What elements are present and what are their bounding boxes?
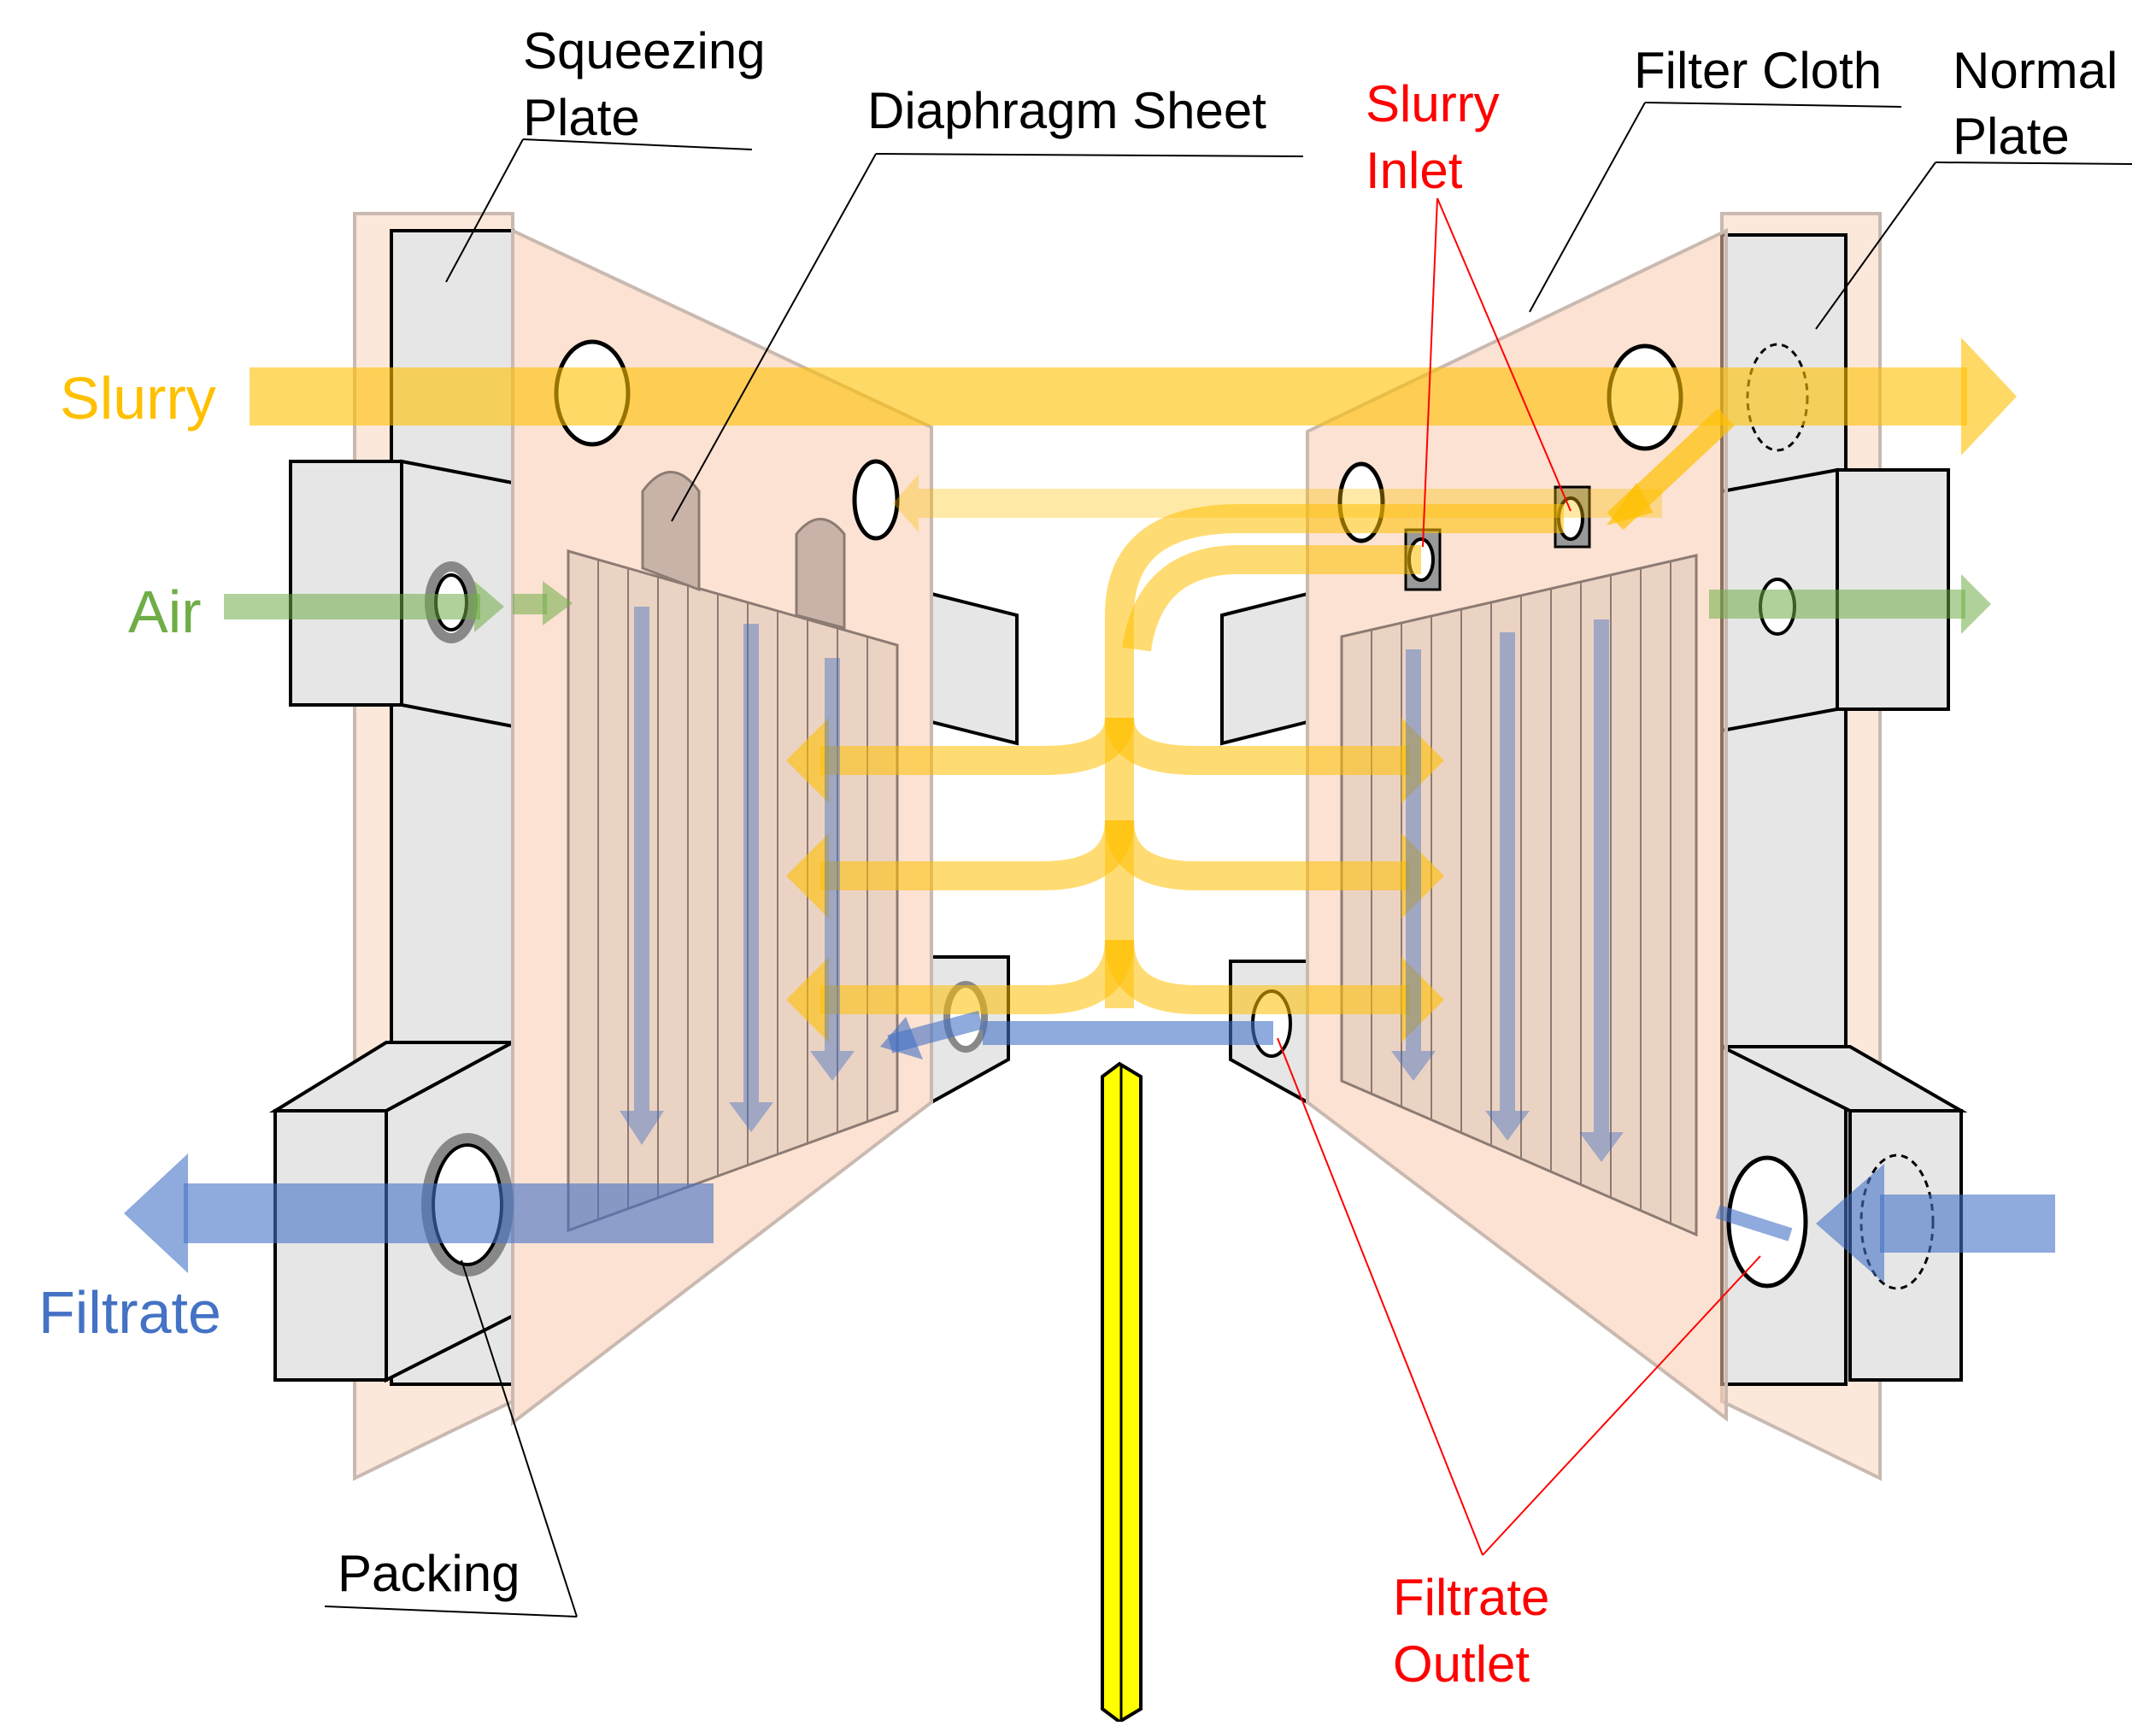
label-slurry-inlet-line1: Slurry — [1366, 75, 1500, 132]
label-normal-plate-line1: Normal — [1953, 42, 2118, 99]
filtrate-connector-arrow — [880, 1010, 1273, 1060]
label-filtrate-outlet-line1: Filtrate — [1393, 1569, 1549, 1626]
right-filtrate-arrow — [1715, 1164, 2055, 1283]
label-air: Air — [128, 578, 202, 645]
label-diaphragm-sheet: Diaphragm Sheet — [867, 82, 1266, 139]
diaphragm-ribs — [597, 560, 868, 1220]
label-normal-plate-line2: Plate — [1953, 108, 2070, 165]
label-squeezing-plate-line1: Squeezing — [523, 22, 766, 79]
slurry-distribution-curves — [820, 504, 1564, 1014]
label-filtrate: Filtrate — [38, 1279, 221, 1346]
label-filtrate-outlet-line2: Outlet — [1393, 1635, 1530, 1693]
label-squeezing-plate-line2: Plate — [523, 89, 640, 146]
left-top-handle — [289, 460, 403, 707]
left-bottom-handle — [273, 1109, 388, 1382]
slurry-distribution-heads — [786, 718, 1444, 1042]
leader-lines — [324, 102, 2133, 1617]
air-inner-arrow — [513, 581, 573, 625]
left-filtrate-drain-arrows — [620, 607, 855, 1145]
label-filter-cloth: Filter Cloth — [1634, 42, 1882, 99]
air-inlet-arrow — [224, 581, 504, 632]
filtrate-outlet-arrow — [124, 1154, 714, 1273]
label-packing: Packing — [338, 1545, 520, 1602]
label-slurry-inlet-line2: Inlet — [1366, 142, 1463, 199]
slurry-inlet-diagonal-arrow — [1607, 408, 1735, 531]
slurry-main-arrow — [250, 338, 2017, 455]
diaphragm-area — [567, 549, 899, 1233]
diaphragm-tab-2 — [795, 518, 846, 630]
right-upper-lug — [1220, 591, 1309, 746]
left-small-port — [852, 459, 900, 541]
air-outlet-arrow — [1709, 574, 1991, 634]
red-leader-lines — [1277, 197, 1761, 1556]
label-slurry: Slurry — [60, 365, 216, 432]
flow-arrows — [124, 338, 2055, 1283]
left-upper-lug — [930, 591, 1019, 746]
filter-cloth-area — [1340, 554, 1698, 1237]
diaphragm-tab-1 — [641, 471, 701, 592]
squeezing-plate-assembly — [268, 212, 1019, 1482]
right-filtrate-drain-arrows — [1391, 619, 1624, 1162]
right-bottom-handle-top — [1721, 1045, 1968, 1113]
